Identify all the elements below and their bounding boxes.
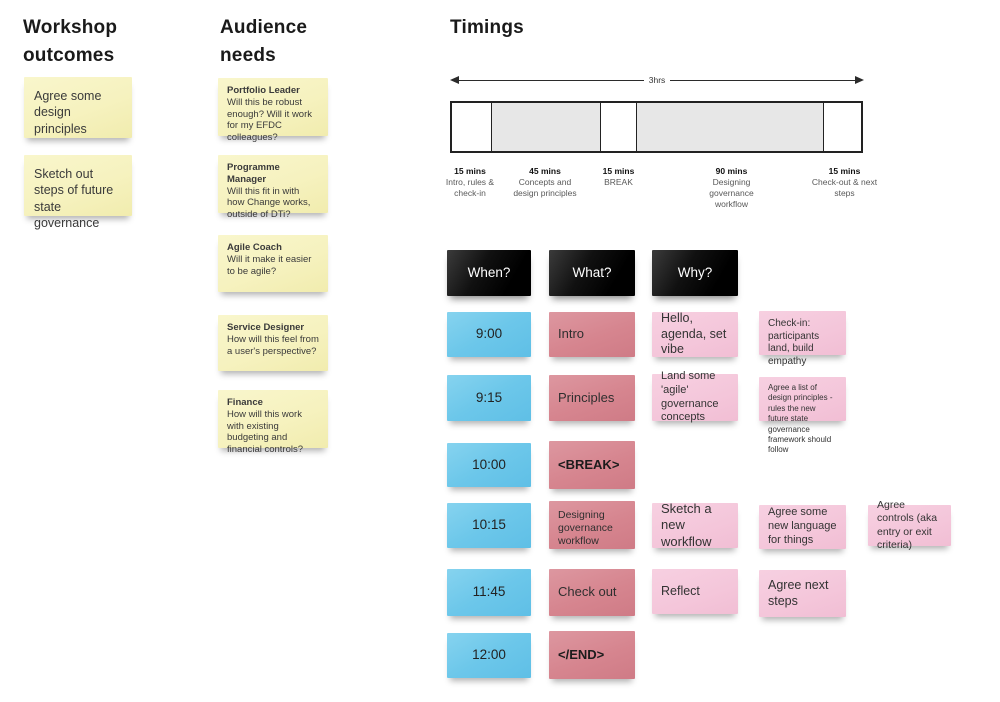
detail-note-check-in[interactable]: Check-in: participants land, build empat… [759,311,846,367]
time-note-1145[interactable]: 11:45 [447,569,531,616]
sticky-note-outcome-2[interactable]: Sketch out steps of future state governa… [24,155,132,230]
note-text: 12:00 [472,647,506,663]
note-text: 10:15 [472,517,506,533]
note-text: Designing governance workflow [558,509,613,548]
timeline-bar [450,101,863,153]
what-note-designing-workflow[interactable]: Designing governance workflow [549,501,635,549]
time-note-1000[interactable]: 10:00 [447,443,531,487]
note-text: How will this feel from a user's perspec… [227,333,319,357]
what-note-check-out[interactable]: Check out [549,569,635,616]
time-note-1015[interactable]: 10:15 [447,503,531,548]
timeline-segment-1 [452,103,492,151]
header-label: Why? [677,264,713,280]
note-role: Programme Manager [227,162,280,185]
timings-title: Timings [450,17,524,38]
header-note-why[interactable]: Why? [652,250,738,296]
note-text: Check-in: participants land, build empat… [768,318,820,367]
detail-note-agree-controls[interactable]: Agree controls (aka entry or exit criter… [868,499,951,551]
timeline-segment-5 [824,103,861,151]
note-text: Agree controls (aka entry or exit criter… [877,499,938,551]
sticky-note-agile-coach[interactable]: Agile Coach Will it make it easier to be… [218,235,328,292]
sticky-note-portfolio-leader[interactable]: Portfolio Leader Will this be robust eno… [218,78,328,143]
note-text: Will this be robust enough? Will it work… [227,96,313,144]
time-note-915[interactable]: 9:15 [447,375,531,421]
note-role: Agile Coach [227,242,282,253]
header-label: What? [572,264,612,280]
why-note-reflect[interactable]: Reflect [652,569,738,614]
why-note-sketch-workflow[interactable]: Sketch a new workflow [652,501,738,549]
time-note-1200[interactable]: 12:00 [447,633,531,678]
note-text: Will it make it easier to be agile? [227,253,312,277]
what-note-break[interactable]: <BREAK> [549,441,635,489]
note-text: Agree a list of design principles - rule… [768,383,833,455]
timeline-segment-3 [601,103,638,151]
header-label: When? [467,264,511,280]
duration-arrow: 3hrs [450,73,865,87]
duration-label: 3hrs [648,75,666,85]
note-role: Service Designer [227,322,305,333]
note-text: 10:00 [472,456,506,472]
note-text: Land some 'agile' governance concepts [661,370,719,424]
note-text: 9:15 [475,389,503,405]
workshop-outcomes-title: Workshop outcomes [23,17,118,66]
header-note-what[interactable]: What? [549,250,635,296]
detail-note-next-steps[interactable]: Agree next steps [759,570,846,617]
note-text: Principles [558,389,615,405]
what-note-principles[interactable]: Principles [549,375,635,421]
why-note-land-concepts[interactable]: Land some 'agile' governance concepts [652,370,738,423]
timeline-segment-2 [491,103,601,151]
note-text: Sketch a new workflow [661,501,712,549]
note-text: 11:45 [472,584,506,600]
arrow-right-icon [855,76,865,84]
header-note-when[interactable]: When? [447,250,531,296]
note-text: Intro [558,326,585,342]
note-text: Hello, agenda, set vibe [661,311,727,357]
why-note-hello-agenda[interactable]: Hello, agenda, set vibe [652,311,738,357]
timeline-segment-4 [637,103,825,151]
note-text: <BREAK> [558,456,620,472]
detail-note-design-principles[interactable]: Agree a list of design principles - rule… [759,377,846,454]
sticky-note-outcome-1[interactable]: Agree some design principles [24,77,132,138]
what-note-intro[interactable]: Intro [549,312,635,357]
note-text: Reflect [661,583,700,598]
note-text: Sketch out steps of future state governa… [34,167,114,230]
note-text: </END> [558,646,605,662]
note-text: Agree some new language for things [768,506,837,546]
detail-note-new-language[interactable]: Agree some new language for things [759,505,846,549]
note-text: Will this fit in with how Change works, … [227,185,311,221]
note-text: Agree some design principles [34,89,102,136]
note-text: Agree next steps [768,577,829,608]
time-note-900[interactable]: 9:00 [447,312,531,357]
what-note-end[interactable]: </END> [549,631,635,679]
arrow-left-icon [450,76,459,84]
note-text: Check out [558,584,617,600]
note-text: How will this work with existing budgeti… [227,408,304,456]
note-role: Portfolio Leader [227,85,300,96]
audience-needs-title: Audience needs [220,17,308,66]
sticky-note-programme-manager[interactable]: Programme Manager Will this fit in with … [218,155,328,220]
note-text: 9:00 [475,326,503,342]
sticky-note-service-designer[interactable]: Service Designer How will this feel from… [218,315,328,371]
sticky-note-finance[interactable]: Finance How will this work with existing… [218,390,328,455]
note-role: Finance [227,397,263,408]
